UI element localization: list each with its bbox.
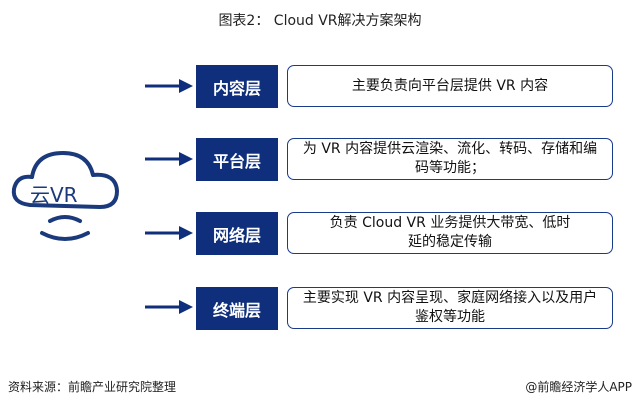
layer-desc: 负责 Cloud VR 业务提供大带宽、低时延的稳定传输 <box>287 212 613 254</box>
layer-desc: 主要负责向平台层提供 VR 内容 <box>287 65 613 107</box>
layer-label: 终端层 <box>196 287 278 330</box>
source-note: 资料来源：前瞻产业研究院整理 <box>8 380 177 394</box>
arrow-icon <box>145 226 193 240</box>
diagram-title: 图表2： Cloud VR解决方案架构 <box>218 13 422 29</box>
arrow-icon <box>145 152 193 166</box>
arrow-icon <box>145 79 193 93</box>
cloud-icon <box>11 151 119 241</box>
layer-label: 网络层 <box>196 212 278 255</box>
arrow-icon <box>145 300 193 314</box>
layer-label: 平台层 <box>196 138 278 181</box>
layer-desc: 为 VR 内容提供云渲染、流化、转码、存储和编码等功能； <box>287 138 613 180</box>
cloud-vr-label: 云VR <box>30 183 78 207</box>
layer-desc: 主要实现 VR 内容呈现、家庭网络接入以及用户鉴权等功能 <box>287 287 613 329</box>
layer-label: 内容层 <box>196 65 278 108</box>
brand-credit: @前瞻经济学人APP <box>525 380 632 394</box>
